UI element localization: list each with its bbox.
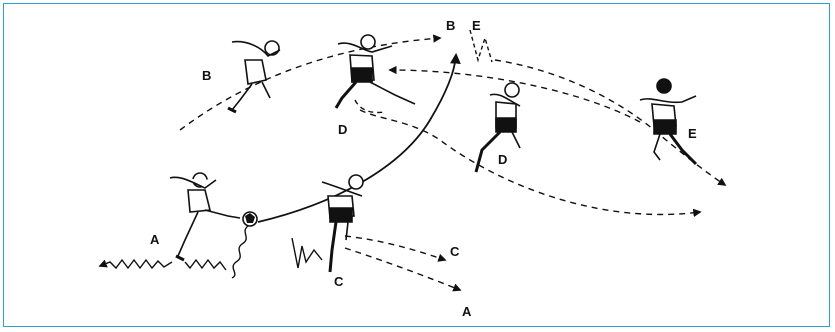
player-b-run-path	[180, 38, 440, 130]
label-e-top: E	[472, 18, 481, 33]
player-e-zig-path	[470, 30, 492, 62]
label-c-player: C	[334, 274, 344, 289]
label-b-top: B	[446, 18, 455, 33]
player-a-dribble-path	[100, 260, 172, 268]
label-a-start: A	[150, 232, 160, 247]
player-a-dribble-path-2	[185, 260, 226, 270]
label-a-end: A	[462, 304, 472, 319]
player-c-run-path-2	[345, 248, 460, 290]
label-b-left: B	[202, 68, 211, 83]
label-c-run: C	[450, 244, 460, 259]
ball-icon	[243, 212, 257, 226]
player-a-figure	[170, 173, 240, 260]
player-c-zig-path	[292, 238, 322, 268]
player-b-figure	[228, 41, 280, 112]
player-e-figure	[640, 79, 696, 164]
player-d-short-path	[355, 100, 385, 113]
player-c-run-path-1	[345, 236, 445, 260]
label-d-left: D	[338, 122, 347, 137]
label-d-right: D	[498, 152, 507, 167]
ball-wavy-path	[232, 226, 248, 278]
player-c-figure	[322, 175, 363, 272]
label-e-right: E	[688, 126, 697, 141]
player-e-run-path	[495, 60, 725, 185]
